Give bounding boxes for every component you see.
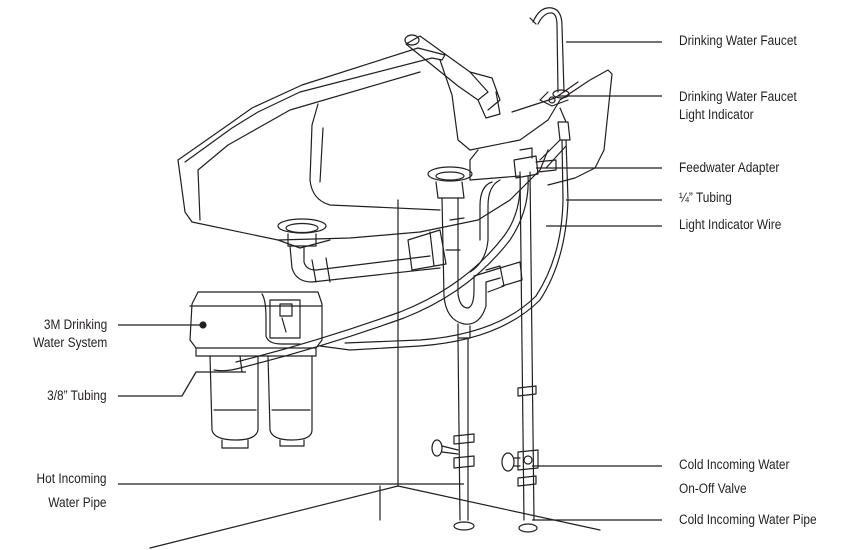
left-drain <box>277 218 447 283</box>
label-quarter-tubing: ¼” Tubing <box>679 190 732 205</box>
hot-water-pipe <box>431 433 475 469</box>
room-corner <box>149 199 601 549</box>
sink-basin <box>177 47 613 249</box>
drinking-faucet <box>529 7 570 107</box>
water-filter-system <box>189 291 323 449</box>
label-system: 3M Drinking Water System <box>32 317 107 350</box>
leader-eighth-tubing <box>118 371 246 397</box>
main-faucet <box>404 34 501 119</box>
label-light-indicator: Drinking Water Faucet Light Indicator <box>679 89 797 122</box>
cold-water-pipe <box>501 147 557 533</box>
label-drinking-faucet: Drinking Water Faucet <box>679 33 797 48</box>
label-hot-pipe: Hot Incoming Water Pipe <box>36 471 107 510</box>
label-cold-pipe: Cold Incoming Water Pipe <box>679 512 817 527</box>
label-cold-valve: Cold Incoming Water On-Off Valve <box>679 457 790 496</box>
label-light-wire: Light Indicator Wire <box>679 217 782 232</box>
label-eighth-tubing: 3/8” Tubing <box>47 388 107 403</box>
tubing <box>213 107 571 372</box>
label-feedwater-adapter: Feedwater Adapter <box>679 160 780 175</box>
leader-lines <box>118 41 662 521</box>
center-drain-trap <box>427 166 523 531</box>
